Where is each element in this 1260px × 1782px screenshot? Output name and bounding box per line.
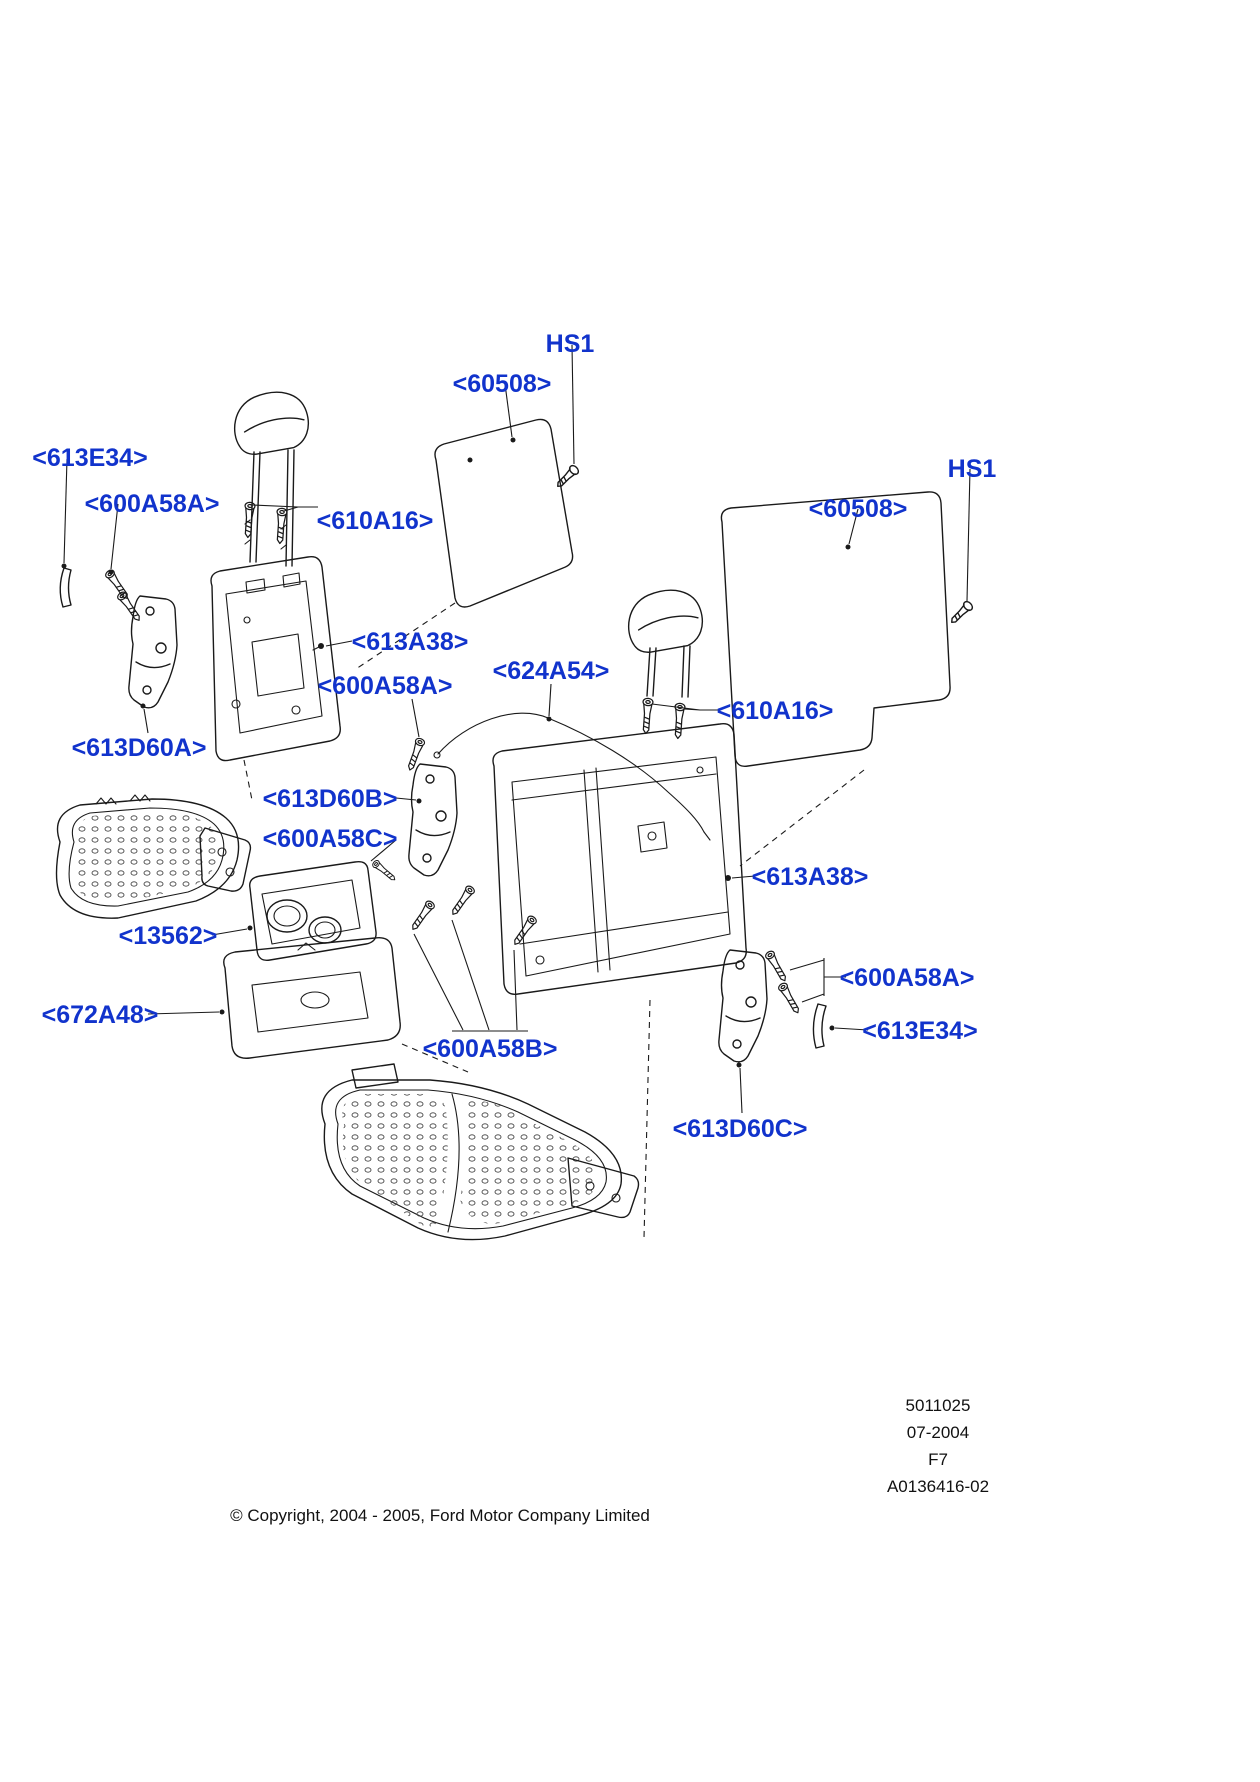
screw-600a58a-center: [404, 736, 427, 773]
headrest-rear: [625, 587, 705, 698]
part-label-hs1-front-panel[interactable]: HS1: [545, 330, 595, 358]
part-label-60508-front-panel[interactable]: <60508>: [452, 370, 552, 398]
part-label-600a58a-rear[interactable]: <600A58A>: [839, 964, 975, 992]
armrest-base-672a48: [223, 937, 401, 1059]
screws-600a58b: [408, 883, 539, 948]
copyright-notice: © Copyright, 2004 - 2005, Ford Motor Com…: [230, 1506, 650, 1525]
part-label-613d60b[interactable]: <613D60B>: [262, 785, 398, 813]
leader-lines: [61, 344, 971, 1114]
pin-613a38-rear: [725, 875, 731, 881]
catalog-number: 5011025: [905, 1396, 971, 1415]
bolts-610a16-front: [242, 501, 288, 545]
seat-back-frame-rear: [492, 723, 747, 995]
part-label-624a54[interactable]: <624A54>: [492, 657, 610, 685]
screws-600a58a-rear: [763, 949, 803, 1016]
frame-code: F7: [928, 1450, 948, 1469]
catalog-date: 07-2004: [906, 1423, 970, 1442]
cupholder-tray-13562: [249, 860, 377, 961]
strap-613e34-front: [59, 567, 72, 608]
part-label-600a58b[interactable]: <600A58B>: [422, 1035, 558, 1063]
part-label-613a38-front[interactable]: <613A38>: [351, 628, 469, 656]
pin-613a38-front: [312, 643, 324, 651]
seat-back-frame-front: [210, 556, 341, 762]
recliner-bracket-613d60c: [718, 949, 768, 1063]
screw-600a58c: [370, 858, 398, 884]
recliner-bracket-613d60b: [408, 763, 458, 877]
part-label-60508-rear-panel[interactable]: <60508>: [808, 495, 908, 523]
part-label-13562[interactable]: <13562>: [118, 922, 218, 950]
part-label-613d60a[interactable]: <613D60A>: [71, 734, 207, 762]
recliner-bracket-613d60a: [128, 595, 178, 709]
back-panel-60508-rear: [720, 491, 951, 767]
assembly-dashed-lines: [243, 602, 865, 1239]
headrest-front: [231, 389, 311, 567]
part-label-610a16-front[interactable]: <610A16>: [316, 507, 434, 535]
seat-cushion-pan-rear: [321, 1063, 640, 1241]
part-label-672a48[interactable]: <672A48>: [41, 1001, 159, 1029]
part-label-600a58a-center[interactable]: <600A58A>: [317, 672, 453, 700]
screw-hs1-rear: [947, 599, 975, 627]
part-label-hs1-rear-panel[interactable]: HS1: [947, 455, 997, 483]
screws-600a58a-front: [103, 567, 144, 624]
part-label-610a16-rear[interactable]: <610A16>: [716, 697, 834, 725]
part-label-613d60c[interactable]: <613D60C>: [672, 1115, 808, 1143]
part-label-600a58a-front[interactable]: <600A58A>: [84, 490, 220, 518]
part-label-613a38-rear[interactable]: <613A38>: [751, 863, 869, 891]
part-label-613e34-front[interactable]: <613E34>: [32, 444, 148, 472]
part-label-613e34-rear[interactable]: <613E34>: [862, 1017, 978, 1045]
drawing-reference-block: 5011025 07-2004 F7 A0136416-02: [887, 1392, 989, 1500]
strap-613e34-rear: [812, 1003, 827, 1049]
drawing-number: A0136416-02: [886, 1477, 990, 1496]
seat-cushion-pan-front: [55, 794, 252, 919]
wire-624a54: [433, 712, 711, 841]
back-panel-60508-front: [434, 418, 574, 608]
part-label-600a58c[interactable]: <600A58C>: [262, 825, 398, 853]
